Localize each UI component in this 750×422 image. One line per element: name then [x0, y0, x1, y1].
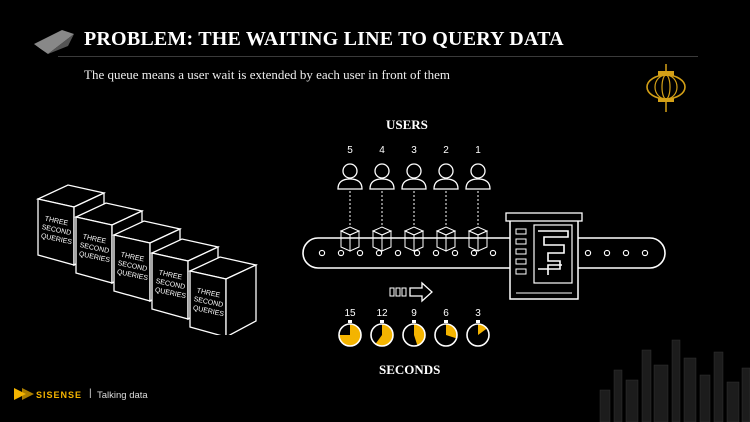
timer-seconds-label: 9: [411, 308, 417, 319]
user-icon: [369, 163, 395, 190]
stopwatch-icon: [402, 320, 426, 347]
belt-roller: [641, 249, 649, 257]
seconds-heading: SECONDS: [379, 362, 441, 377]
skyline-decoration: [599, 339, 750, 422]
logo-mark-icon: [34, 30, 74, 54]
query-box-label: THREE: [196, 288, 221, 300]
conveyor-belt: [302, 237, 666, 269]
direction-arrow-icon: [389, 281, 433, 303]
belt-roller: [584, 249, 592, 257]
belt-roller: [413, 249, 421, 257]
belt-roller: [394, 249, 402, 257]
query-machine: [505, 212, 583, 300]
query-cube: [435, 226, 457, 252]
query-box-label: THREE: [158, 270, 183, 282]
user-icon: [337, 163, 363, 190]
page-title: PROBLEM: THE WAITING LINE TO QUERY DATA: [84, 28, 564, 50]
stopwatch-fill: [446, 324, 457, 339]
stopwatch-icon: [434, 320, 458, 347]
queue-diagram: 5 4 3 2 1 15 12 9 6 3: [302, 145, 666, 347]
belt-roller: [375, 249, 383, 257]
timer-seconds-label: 6: [443, 308, 449, 319]
user-number: 2: [443, 145, 449, 156]
users-heading: USERS: [386, 117, 428, 132]
stopwatch-icon: [370, 320, 394, 347]
stopwatch-fill: [339, 324, 361, 346]
user-icon: [401, 163, 427, 190]
query-cube: [403, 226, 425, 252]
stopwatch-fill: [375, 324, 393, 346]
query-box-label: THREE: [82, 234, 107, 246]
belt-roller: [622, 249, 630, 257]
footer-tagline: Talking data: [97, 390, 148, 401]
sisense-logo-icon: [14, 388, 34, 400]
query-cube: [371, 226, 393, 252]
stopwatch-fill: [414, 324, 425, 346]
belt-roller: [489, 249, 497, 257]
timer-seconds-label: 15: [344, 308, 356, 319]
query-box-label: THREE: [44, 216, 69, 228]
query-box-label: THREE: [120, 252, 145, 264]
belt-roller: [432, 249, 440, 257]
user-icon: [433, 163, 459, 190]
belt-roller: [356, 249, 364, 257]
belt-roller: [337, 249, 345, 257]
user-number: 1: [475, 145, 481, 156]
belt-roller: [318, 249, 326, 257]
timer-seconds-label: 3: [475, 308, 481, 319]
query-cube: [339, 226, 361, 252]
user-number: 5: [347, 145, 353, 156]
belt-roller: [603, 249, 611, 257]
lantern-icon: [646, 64, 686, 112]
stopwatch-icon: [466, 320, 490, 347]
footer-brand: SISENSE: [36, 390, 83, 400]
belt-roller: [451, 249, 459, 257]
user-icon: [465, 163, 491, 190]
stopwatch-icon: [338, 320, 362, 347]
user-number: 3: [411, 145, 417, 156]
query-cube: [467, 226, 489, 252]
user-number: 4: [379, 145, 385, 156]
title-divider: [58, 56, 698, 57]
page-subtitle: The queue means a user wait is extended …: [84, 67, 451, 82]
timer-seconds-label: 12: [376, 308, 388, 319]
footer-separator: |: [89, 388, 92, 399]
belt-roller: [470, 249, 478, 257]
